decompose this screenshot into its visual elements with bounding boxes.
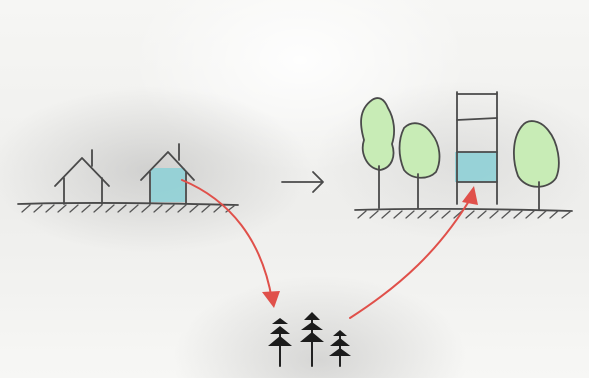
curved-arrow-icon <box>182 180 280 308</box>
tower-icon <box>455 92 498 204</box>
tree-icon <box>400 123 440 208</box>
arrow-right-icon <box>282 172 323 192</box>
dark-tree-icon <box>300 312 324 366</box>
house-icon <box>55 150 109 204</box>
tree-icon <box>514 121 559 210</box>
tree-icon <box>361 98 394 208</box>
dark-tree-icon <box>268 318 292 366</box>
house-icon <box>141 144 194 204</box>
left-ground <box>18 203 238 212</box>
curved-arrow-icon <box>350 186 478 318</box>
dark-tree-icon <box>329 330 351 366</box>
